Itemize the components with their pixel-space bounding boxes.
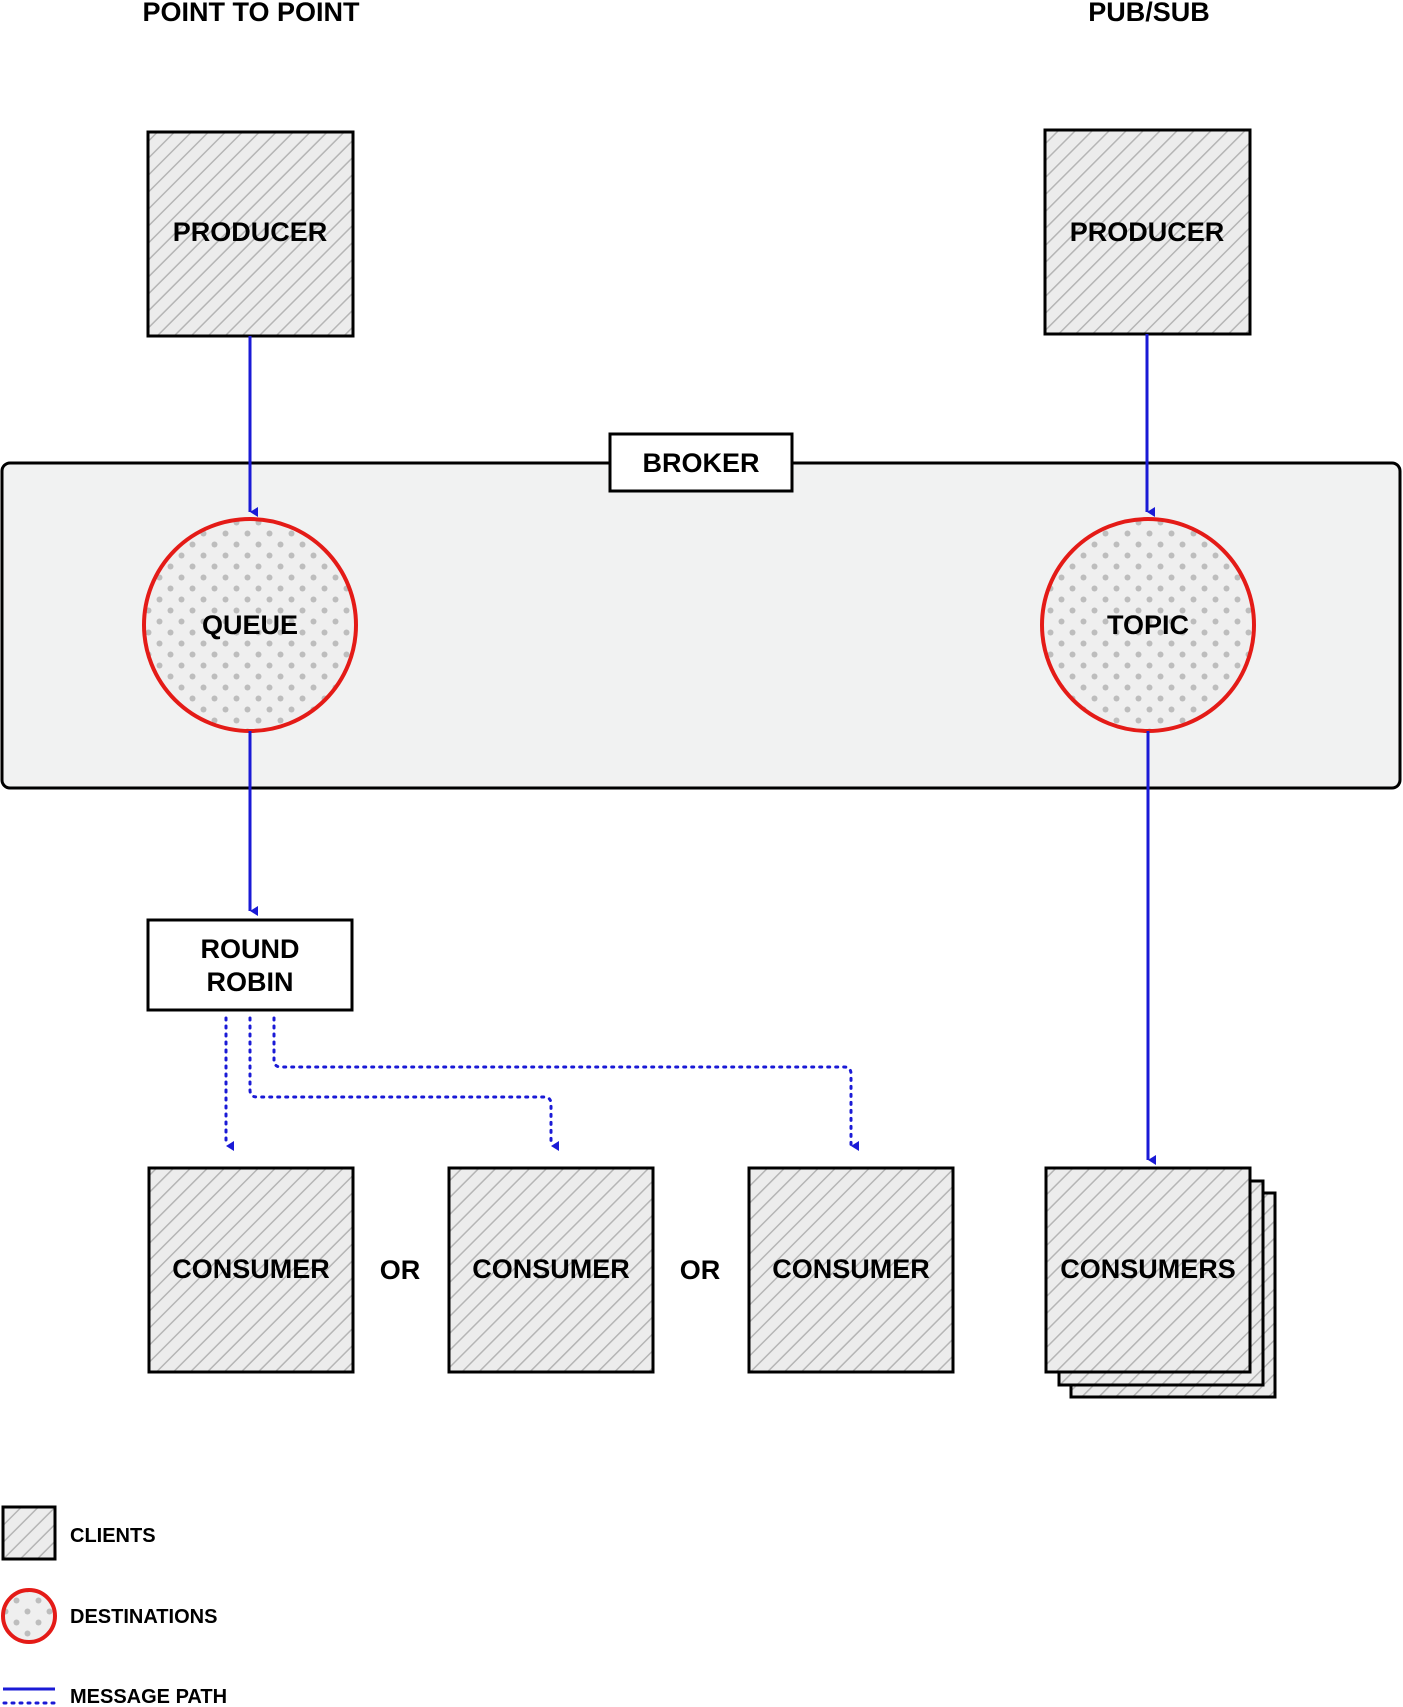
round-robin-box: [146, 918, 354, 1012]
queue-label: QUEUE: [202, 610, 298, 640]
consumers-stack-front: [1044, 1166, 1252, 1374]
legend-clients-label: CLIENTS: [70, 1525, 156, 1547]
producer-point-to-point: [146, 130, 355, 338]
path-round-robin-to-consumer-3: [272, 1016, 859, 1151]
round-robin-label-line1: ROUND: [201, 934, 300, 964]
consumer-3-label: CONSUMER: [772, 1254, 930, 1284]
or-label-1: OR: [380, 1255, 421, 1285]
heading-point-to-point: POINT TO POINT: [142, 0, 360, 27]
producer-pub-sub: [1043, 128, 1252, 336]
consumer-2-label: CONSUMER: [472, 1254, 630, 1284]
path-round-robin-to-consumer-2: [248, 1016, 559, 1151]
round-robin-label-line2: ROBIN: [207, 967, 294, 997]
legend-message-path-label: MESSAGE PATH: [70, 1686, 227, 1707]
producer-pubsub-label: PRODUCER: [1070, 217, 1225, 247]
or-label-2: OR: [680, 1255, 721, 1285]
legend-clients-swatch: [1, 1505, 57, 1561]
consumer-1: [147, 1166, 355, 1374]
topic-label: TOPIC: [1107, 610, 1189, 640]
heading-pub-sub: PUB/SUB: [1088, 0, 1210, 27]
broker-label: BROKER: [642, 448, 759, 478]
consumer-1-label: CONSUMER: [172, 1254, 330, 1284]
producer-p2p-label: PRODUCER: [173, 217, 328, 247]
consumers-label: CONSUMERS: [1060, 1254, 1236, 1284]
legend-destinations-swatch: [1, 1588, 57, 1644]
legend-destinations-label: DESTINATIONS: [70, 1606, 217, 1628]
consumer-3: [747, 1166, 955, 1374]
consumer-2: [447, 1166, 655, 1374]
broker-label-box: [608, 432, 794, 493]
